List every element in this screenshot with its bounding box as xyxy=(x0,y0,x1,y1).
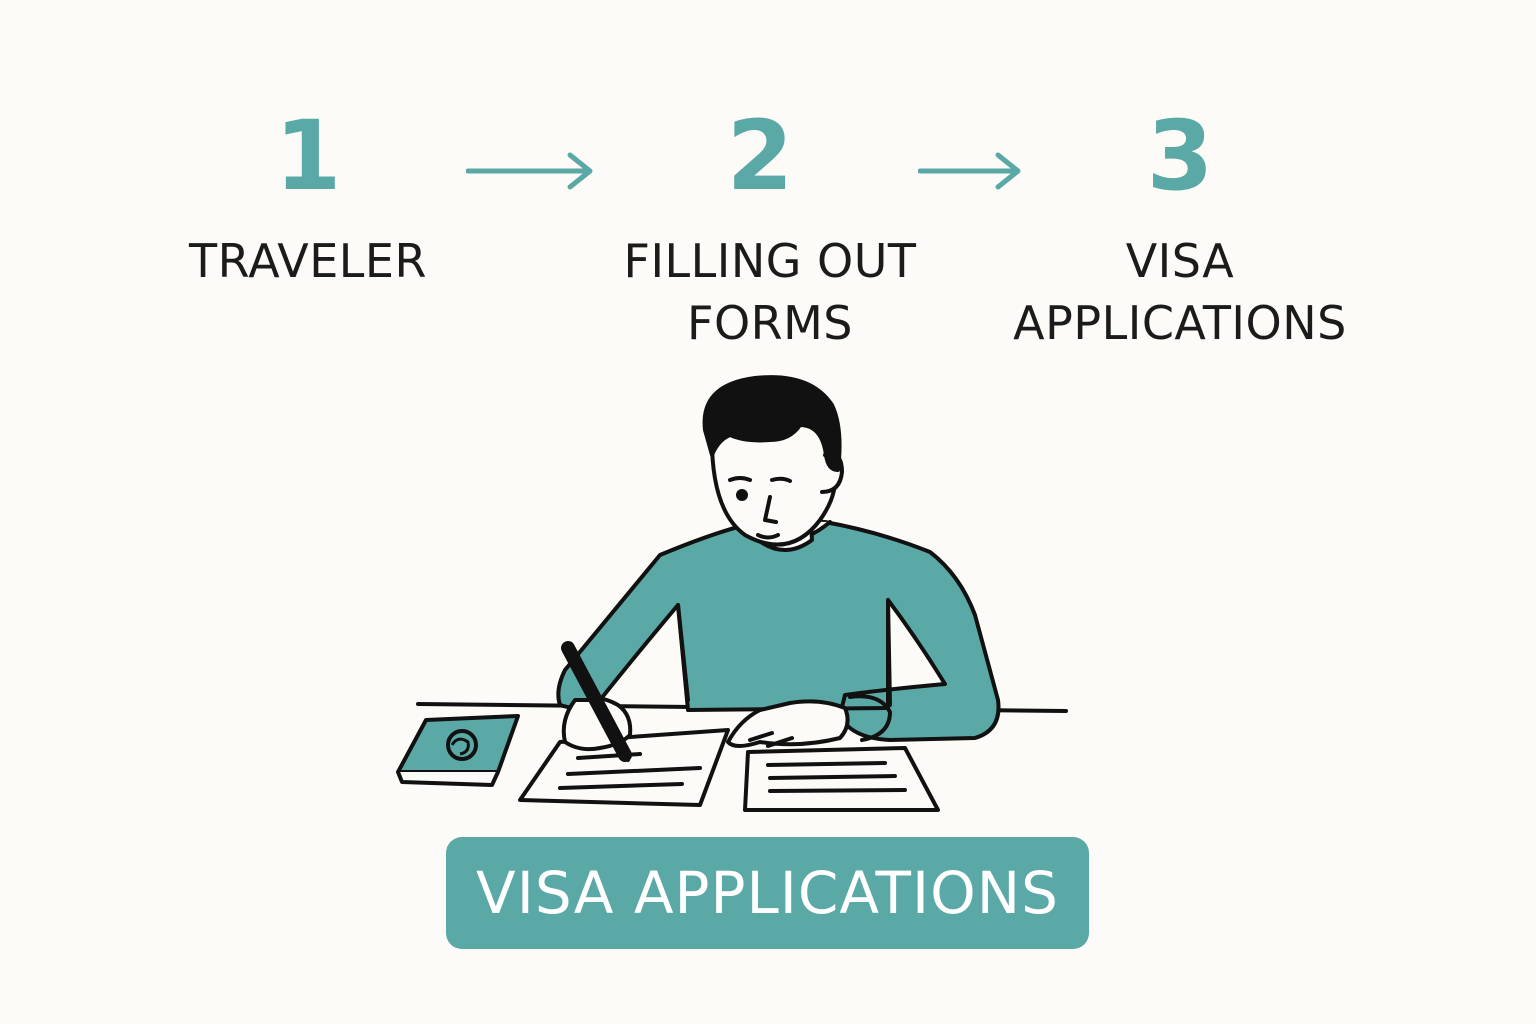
pen-icon xyxy=(561,641,632,762)
step-2-label-line-2: FORMS xyxy=(686,296,853,350)
step-3-label-line-2: APPLICATIONS xyxy=(1013,296,1347,350)
visa-applications-button[interactable]: VISA APPLICATIONS xyxy=(446,837,1089,949)
step-1-label: TRAVELER xyxy=(158,230,458,292)
passport-icon xyxy=(396,714,520,787)
step-1-label-line-1: TRAVELER xyxy=(189,234,427,288)
visa-applications-button-label: VISA APPLICATIONS xyxy=(476,859,1059,927)
step-2-label-line-1: FILLING OUT xyxy=(623,234,917,288)
arrow-right-icon xyxy=(918,152,1021,190)
person-writing-illustration xyxy=(396,375,1068,812)
step-2-number: 2 xyxy=(726,100,794,212)
step-3-label: VISA APPLICATIONS xyxy=(990,230,1370,354)
step-2-label: FILLING OUT FORMS xyxy=(590,230,950,354)
arrow-right-icon xyxy=(466,152,593,190)
step-3-number: 3 xyxy=(1146,100,1214,212)
step-1-number: 1 xyxy=(274,100,342,212)
step-3-label-line-1: VISA xyxy=(1125,234,1235,288)
